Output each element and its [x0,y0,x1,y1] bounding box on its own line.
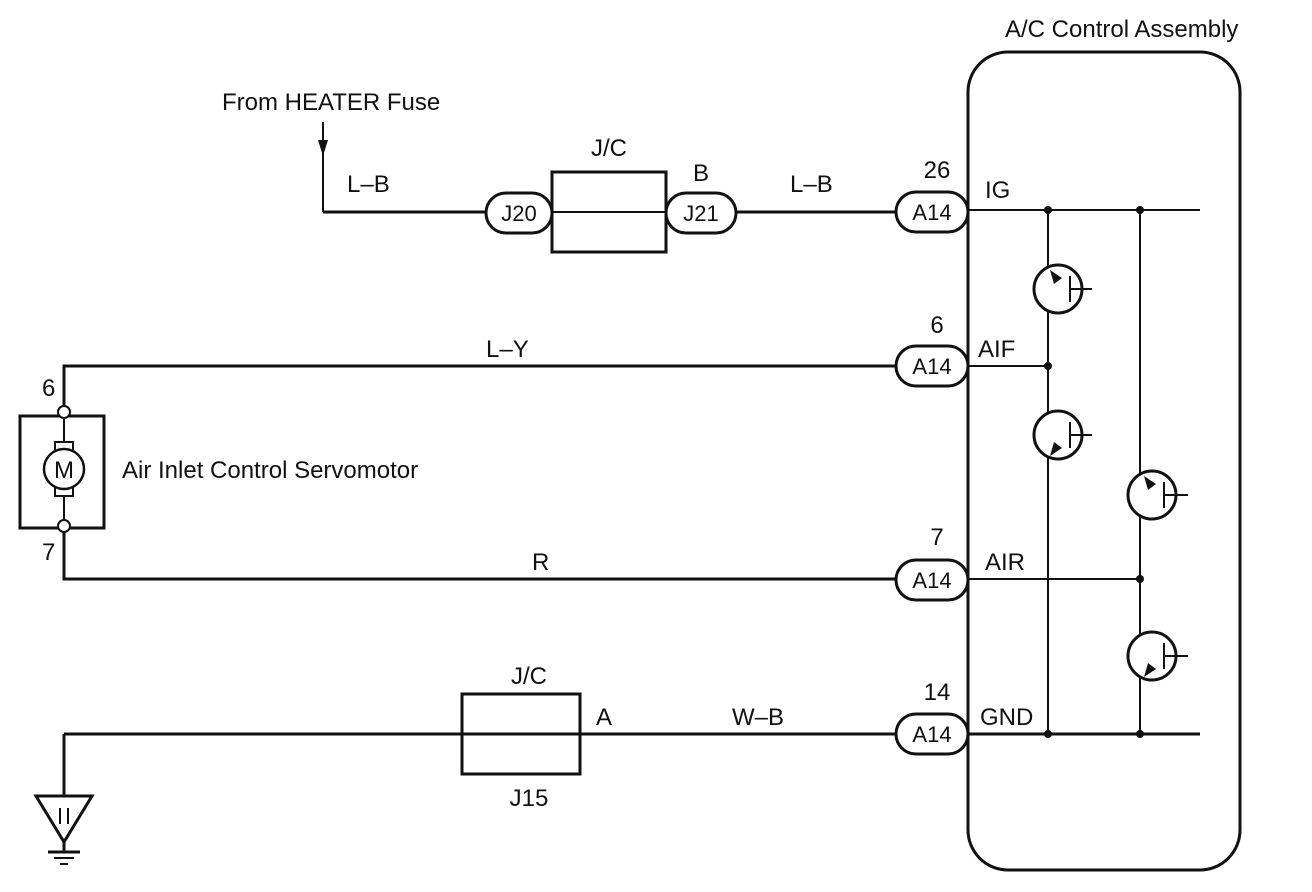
source-label: From HEATER Fuse [222,89,440,116]
ac-control-assembly-box [966,50,1242,872]
wire-label-wb: W–B [732,704,784,731]
motor-symbol: M [54,457,74,484]
terminal-aif: AIF [978,336,1015,363]
node-aif [1044,362,1052,370]
wire-label-ly: L–Y [486,336,529,363]
junction-bottom-label: J/C [511,663,547,690]
servomotor-label: Air Inlet Control Servomotor [122,457,418,484]
node-gnd-left [1044,730,1052,738]
ecu-terminal-aif: A14 6 AIF [894,312,1015,388]
terminal-gnd: GND [980,704,1033,731]
connector-a14-aif-label: A14 [912,354,951,379]
assembly-title: A/C Control Assembly [1005,16,1238,43]
pin-6: 6 [930,312,943,339]
servomotor-pin-top: 6 [42,375,55,402]
wire-label-lb-1: L–B [347,171,390,198]
ground-icon [33,794,95,865]
connector-j21-label: J21 [683,201,718,226]
wire-label-lb-2: L–B [790,171,833,198]
connector-a14-ig-label: A14 [912,200,951,225]
servomotor: M [18,405,106,533]
servomotor-pin-bottom: 7 [42,539,55,566]
terminal-ig: IG [985,177,1010,204]
pin-7-terminal [57,519,71,533]
pin-7: 7 [930,524,943,551]
node-ig-right [1136,206,1144,214]
connector-a14-gnd-label: A14 [912,722,951,747]
junction-bottom-name: J15 [510,785,549,812]
connector-a14-ig [894,190,970,234]
transistor-2-icon [1032,409,1092,461]
junction-top-pin: B [693,160,709,187]
connector-a14-air-label: A14 [912,568,951,593]
wire-air [62,530,896,581]
ecu-terminal-ig: A14 26 IG [894,157,1010,234]
connector-j20-label: J20 [501,201,536,226]
junction-bottom-pin: A [596,704,612,731]
pin-26: 26 [924,157,951,184]
node-air [1136,575,1144,583]
wire-label-r: R [532,549,549,576]
pin-6-terminal [57,405,71,419]
transistor-3-icon [1126,469,1188,521]
junction-top-label: J/C [591,135,627,162]
node-ig-left [1044,206,1052,214]
node-gnd-right [1136,730,1144,738]
transistor-4-icon [1126,630,1188,682]
fuse-arrow-icon [318,140,328,156]
wire-aif [62,364,896,408]
motor-icon [42,447,86,491]
pin-14: 14 [924,679,951,706]
terminal-air: AIR [985,549,1025,576]
transistor-1-icon [1032,263,1092,315]
